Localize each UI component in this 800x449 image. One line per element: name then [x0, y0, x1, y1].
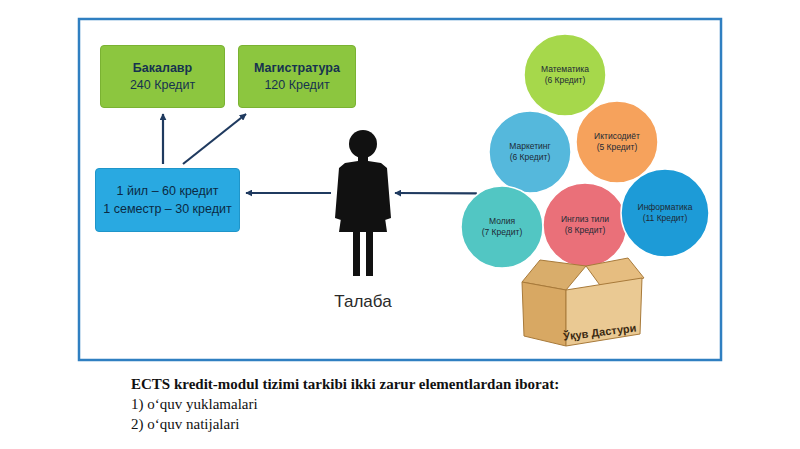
- list-item: 1) o‘quv yuklamalari: [131, 396, 258, 413]
- list-item: 2) o‘quv natijalari: [131, 416, 239, 433]
- node-title: Математика: [541, 64, 589, 75]
- node-text: 120 Кредит: [264, 78, 329, 92]
- node-text: (11 Кредит): [643, 213, 688, 224]
- node-text: (6 Кредит): [510, 152, 551, 163]
- student-figure: Талаба: [323, 128, 403, 312]
- node-text: (7 Кредит): [482, 227, 523, 238]
- node-text: (8 Кредит): [565, 225, 606, 236]
- connector-arrow: [162, 114, 164, 164]
- node-text: 240 Кредит: [130, 78, 195, 92]
- subject-circle: Математика(6 Кредит): [523, 33, 607, 117]
- subject-circle: Информатика(11 Кредит): [620, 168, 710, 258]
- node-title: Бакалавр: [133, 61, 192, 75]
- node-title: 1 йил – 60 кредит: [116, 184, 218, 198]
- node-title: Молия: [489, 216, 515, 227]
- subject-circle: Маркетинг(6 Кредит): [488, 110, 572, 194]
- person-body: [335, 156, 391, 276]
- node-text: (5 Кредит): [597, 142, 638, 153]
- node-title: Магистратура: [254, 61, 340, 75]
- degree-box: Магистратура 120 Кредит: [238, 45, 356, 108]
- caption: ECTS kredit-modul tizimi tarkibi ikki za…: [131, 376, 559, 393]
- credit-box: 1 йил – 60 кредит 1 семестр – 30 кредит: [95, 168, 240, 232]
- node-title: Талаба: [334, 292, 391, 312]
- person-head: [349, 130, 377, 158]
- person-silhouette: [323, 128, 403, 278]
- node-title: Информатика: [638, 202, 693, 213]
- connector-arrow: [246, 192, 331, 194]
- frame-border: [79, 19, 721, 360]
- subject-circle: Иктисодиёт(5 Кредит): [575, 100, 659, 184]
- degree-box: Бакалавр 240 Кредит: [100, 45, 225, 108]
- node-text: 1 семестр – 30 кредит: [103, 202, 231, 216]
- connector-arrow: [395, 192, 477, 195]
- node-text: (6 Кредит): [545, 75, 586, 86]
- node-title: Инглиз тили: [561, 214, 609, 225]
- box-side: [522, 282, 566, 346]
- node-title: Маркетинг: [509, 141, 550, 152]
- connector-arrow: [183, 114, 246, 164]
- node-title: Иктисодиёт: [594, 131, 640, 142]
- curriculum-box: Ўқув Дастури: [516, 252, 648, 348]
- subject-circle: Инглиз тили(8 Кредит): [542, 182, 628, 268]
- subject-circle: Молия(7 Кредит): [460, 185, 544, 269]
